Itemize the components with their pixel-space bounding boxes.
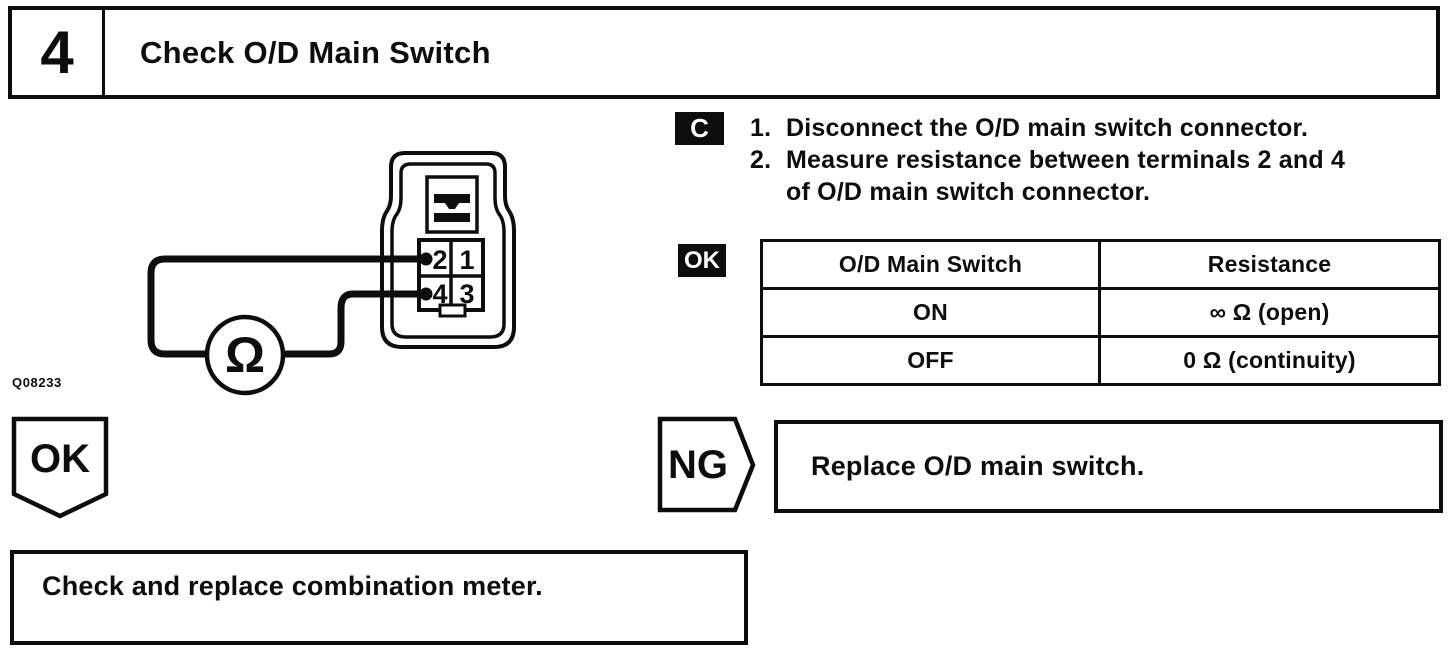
resistance-spec-table: O/D Main Switch Resistance ON ∞ Ω (open)… <box>760 239 1441 386</box>
instruction-step: 1. Disconnect the O/D main switch connec… <box>750 112 1345 144</box>
probe-contact-dot <box>419 252 433 266</box>
step-index: 1. <box>750 114 772 142</box>
switch-state-cell: ON <box>763 290 1101 335</box>
header-cell: Resistance <box>1207 251 1332 277</box>
lock-tab-beam-top <box>434 194 470 209</box>
figure-code: Q08233 <box>12 375 62 390</box>
ng-action-box: Replace O/D main switch. <box>774 420 1443 513</box>
ok-flow-label: OK <box>30 437 90 481</box>
instruction-list: 1. Disconnect the O/D main switch connec… <box>750 112 1345 208</box>
grid-notch <box>438 303 467 318</box>
page-title: Check O/D Main Switch <box>140 34 491 70</box>
lock-tab-beam-bottom <box>434 213 470 222</box>
step-text: Measure resistance between terminals 2 a… <box>786 146 1346 206</box>
step-number: 4 <box>12 10 105 95</box>
ok-action-text: Check and replace combination meter. <box>42 571 543 601</box>
ok-pentagon-shape <box>11 416 109 519</box>
connector-ohmmeter-diagram: 2 1 4 3 Ω <box>147 151 516 396</box>
ok-flow-marker: OK <box>11 416 109 519</box>
step-text: Disconnect the O/D main switch connector… <box>786 114 1309 142</box>
ok-action-box: Check and replace combination meter. <box>10 550 748 645</box>
terminal-label: 3 <box>459 279 474 309</box>
ng-pentagon-shape <box>657 416 756 513</box>
ohmmeter-symbol: Ω <box>225 327 265 383</box>
step-index: 2. <box>750 146 772 174</box>
ng-flow-label: NG <box>668 443 728 487</box>
terminal-label: 2 <box>432 245 447 275</box>
test-lead-wire-left <box>147 255 425 358</box>
resistance-value-cell: 0 Ω (continuity) <box>1183 347 1356 373</box>
ng-flow-marker: NG <box>657 416 756 513</box>
terminal-label: 1 <box>459 245 474 275</box>
ok-spec-label: OK <box>678 244 726 277</box>
ohmmeter-body <box>204 314 286 396</box>
resistance-value-cell: ∞ Ω (open) <box>1209 299 1330 325</box>
header-cell: O/D Main Switch <box>763 242 1101 287</box>
table-header-row: O/D Main Switch Resistance <box>763 242 1438 287</box>
probe-contact-dot <box>419 287 433 301</box>
switch-state-cell: OFF <box>763 338 1101 383</box>
step-header: 4 Check O/D Main Switch <box>8 6 1440 99</box>
camera-label: C <box>675 112 724 145</box>
ng-action-text: Replace O/D main switch. <box>811 451 1145 481</box>
instruction-step: 2. Measure resistance between terminals … <box>750 144 1345 208</box>
table-row: OFF 0 Ω (continuity) <box>763 335 1438 383</box>
terminal-label: 4 <box>432 279 447 309</box>
test-lead-wire-right <box>284 290 425 358</box>
table-row: ON ∞ Ω (open) <box>763 287 1438 335</box>
connector-inner-shell <box>390 162 506 339</box>
